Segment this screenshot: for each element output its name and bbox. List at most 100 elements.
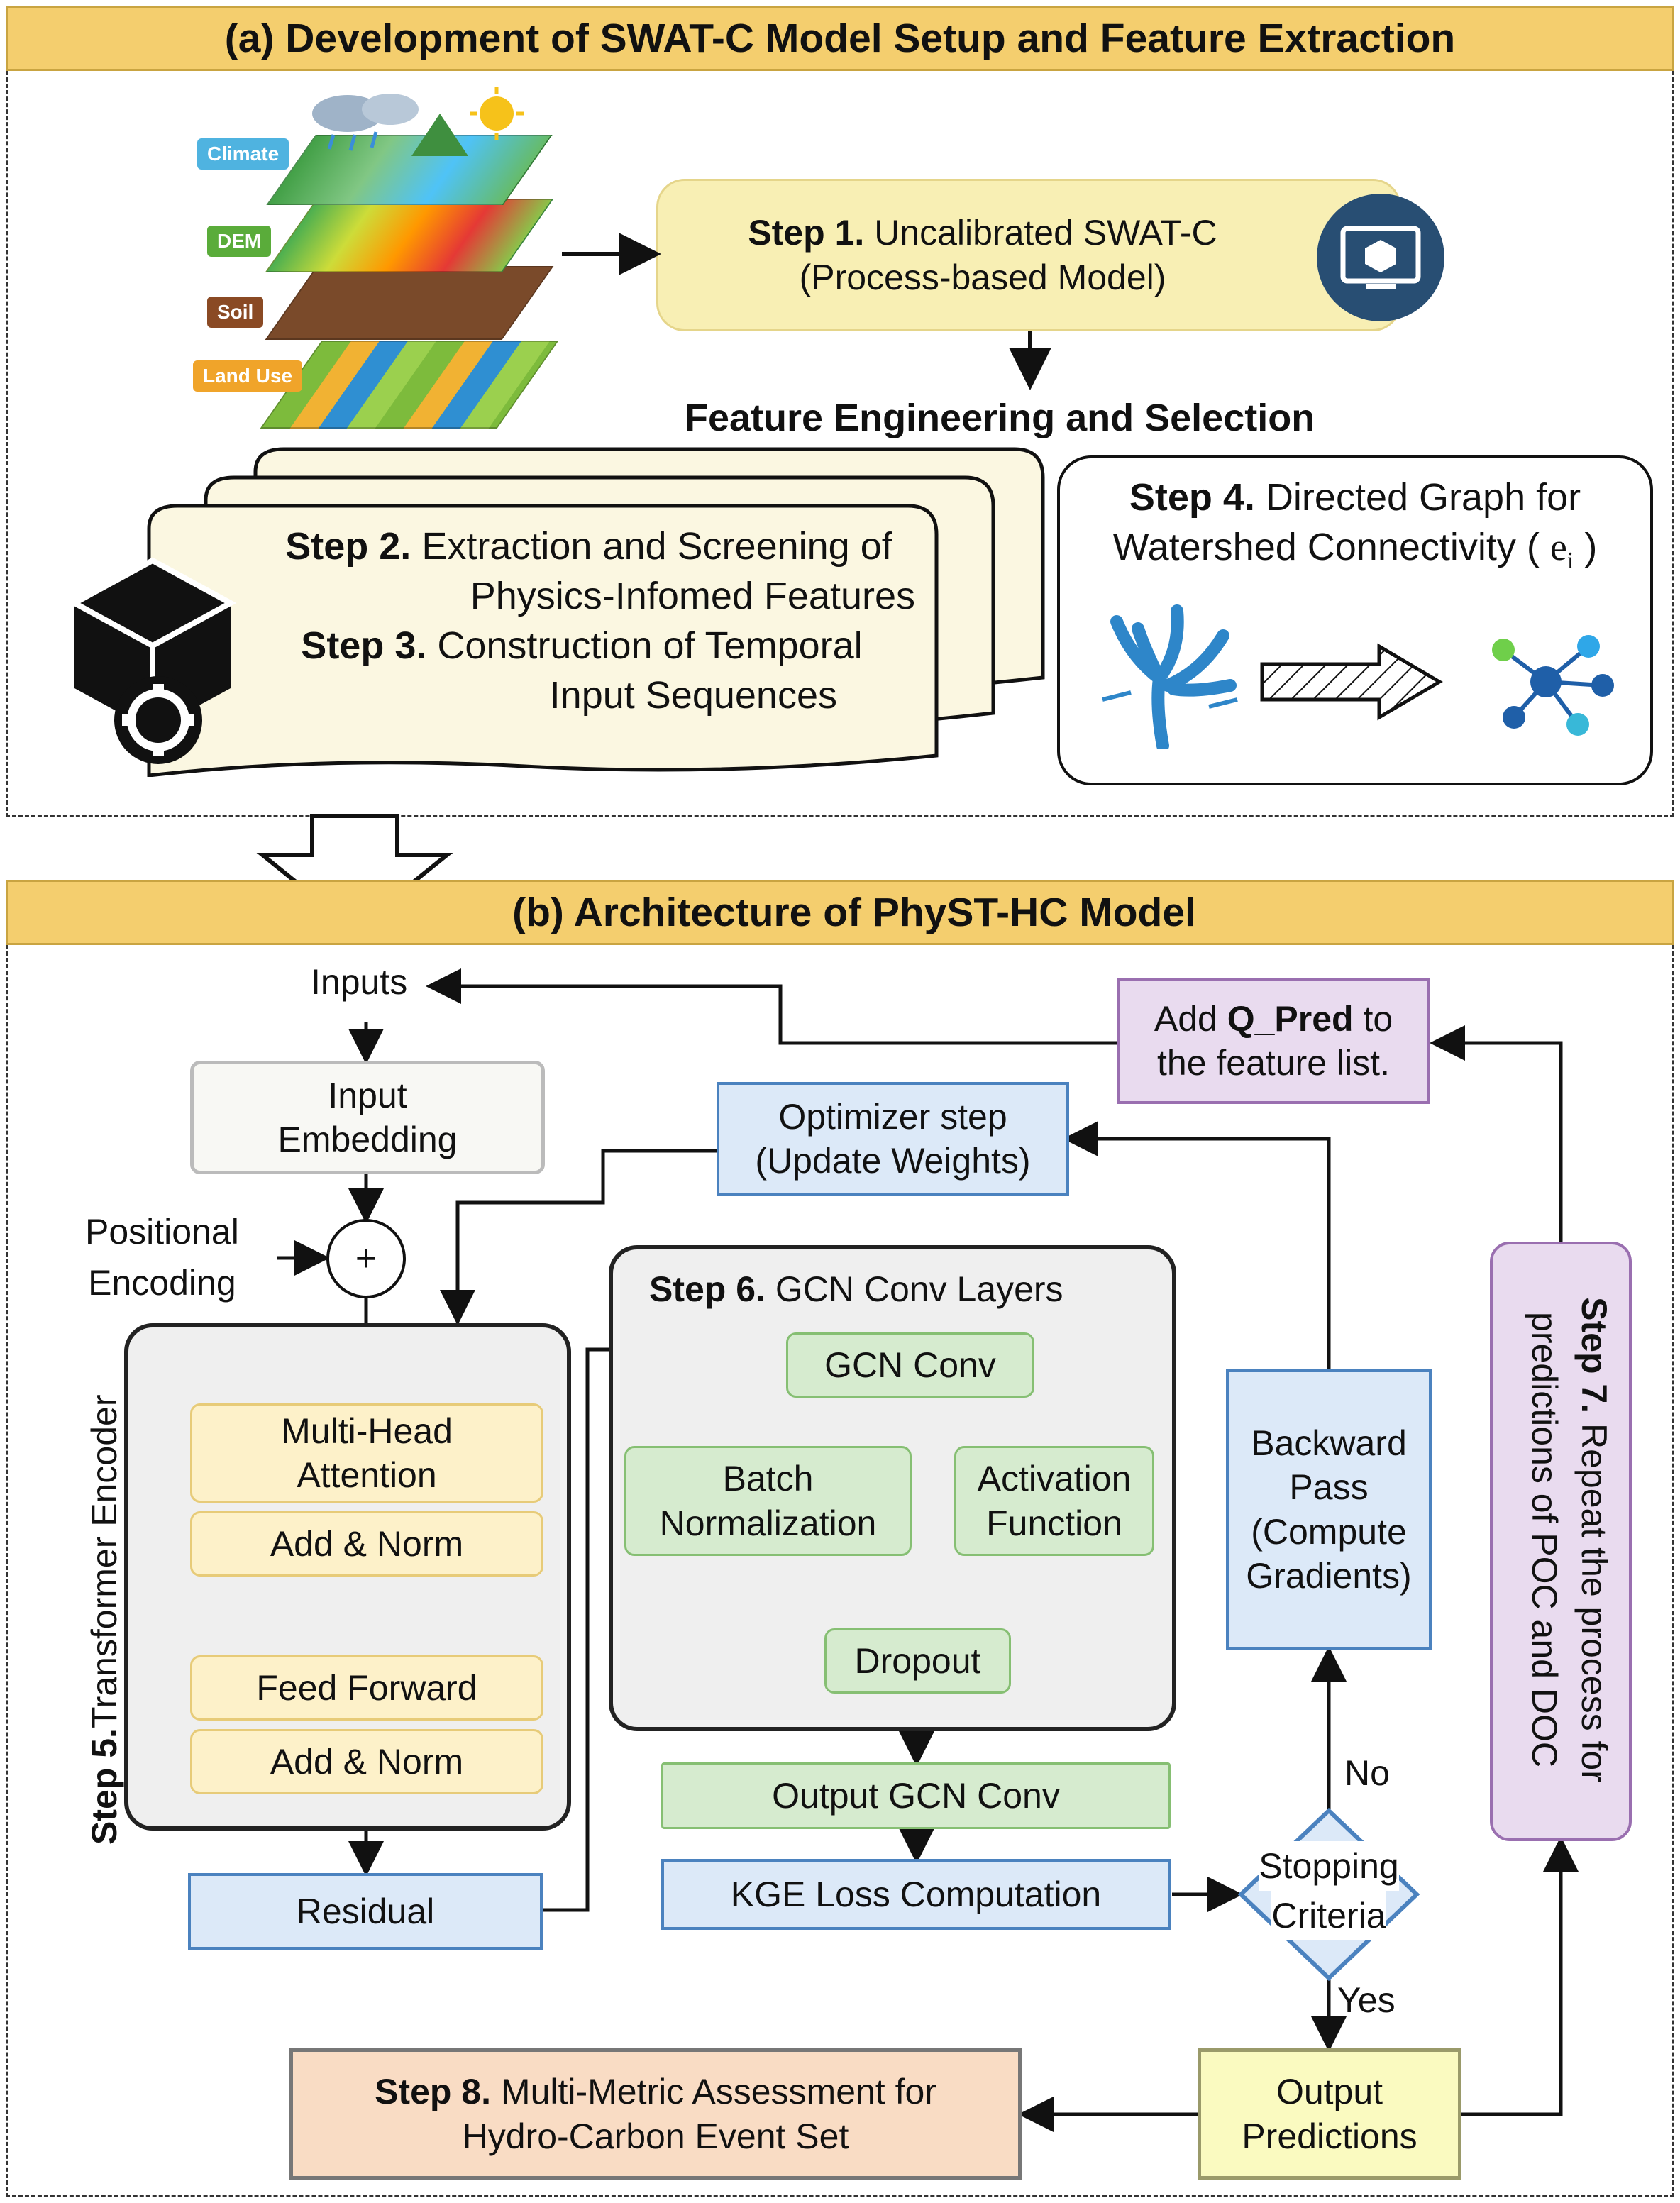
network-graph-icon — [1492, 635, 1614, 736]
multi-head-attention-box: Multi-Head Attention — [190, 1403, 543, 1503]
step6-title: Step 6. GCN Conv Layers — [649, 1269, 1063, 1310]
layer-label-dem: DEM — [207, 226, 272, 257]
step6-number: Step 6. — [649, 1269, 766, 1309]
gis-layers-illustration — [192, 85, 568, 429]
positional-encoding-label: Positional Encoding — [85, 1206, 239, 1308]
layer-label-climate: Climate — [197, 138, 289, 170]
hatched-arrow-icon — [1260, 643, 1443, 721]
layer-label-land-use: Land Use — [193, 360, 303, 392]
layer-label-soil: Soil — [207, 297, 264, 328]
stopping-criteria-text: Stopping Criteria — [1238, 1841, 1420, 1940]
input-embedding-line2: Embedding — [277, 1120, 458, 1159]
stopping-line2: Criteria — [1271, 1891, 1386, 1940]
step2-line2: Physics-Infomed Features — [470, 575, 915, 617]
output-gcn-conv-box: Output GCN Conv — [661, 1762, 1171, 1829]
step4-line2: Watershed Connectivity ( — [1112, 526, 1540, 568]
step5-text: Transformer Encoder — [84, 1394, 124, 1729]
step4-line1: Directed Graph for — [1265, 476, 1581, 519]
backward-line4: Gradients) — [1246, 1556, 1412, 1596]
edge-subscript: i — [1566, 547, 1574, 574]
weather-icon — [312, 87, 524, 156]
feed-forward-box: Feed Forward — [190, 1655, 543, 1721]
add-norm-label-1: Add & Norm — [270, 1523, 464, 1564]
step4-close: ) — [1584, 526, 1598, 568]
step1-line1: Uncalibrated SWAT-C — [874, 213, 1217, 253]
add-qpred-box: Add Q_Pred to the feature list. — [1117, 978, 1430, 1104]
section-a-header: (a) Development of SWAT-C Model Setup an… — [6, 6, 1674, 71]
batch-norm-line1: Batch — [722, 1459, 814, 1498]
stacked-documents — [147, 447, 1045, 777]
dropout-label: Dropout — [854, 1640, 981, 1681]
input-embedding-box: Input Embedding — [190, 1061, 545, 1174]
output-predictions-box: Output Predictions — [1198, 2048, 1461, 2180]
step2-3-text: Step 2. Extraction and Screening of Phys… — [213, 521, 922, 720]
inputs-label: Inputs — [311, 962, 408, 1002]
input-embedding-line1: Input — [328, 1075, 407, 1115]
step2-number: Step 2. — [285, 525, 411, 568]
section-a-title: (a) Development of SWAT-C Model Setup an… — [224, 16, 1456, 61]
activation-line1: Activation — [977, 1459, 1132, 1498]
output-gcn-label: Output GCN Conv — [772, 1775, 1060, 1816]
plus-symbol: + — [355, 1237, 377, 1279]
section-b-title: (b) Architecture of PhyST-HC Model — [512, 890, 1196, 935]
activation-function-box: Activation Function — [954, 1446, 1154, 1556]
step7-text: Step 7. Repeat the process for predictio… — [1520, 1249, 1619, 1831]
monitor-cube-icon — [1317, 194, 1444, 321]
kge-loss-label: KGE Loss Computation — [730, 1874, 1102, 1914]
backward-line1: Backward — [1251, 1423, 1407, 1463]
step7-number: Step 7. — [1574, 1297, 1614, 1414]
step4-number: Step 4. — [1129, 476, 1255, 519]
step5-label: Step 5.Transformer Encoder — [84, 1395, 125, 1845]
step1-box: Step 1. Uncalibrated SWAT-C (Process-bas… — [656, 179, 1401, 331]
add-qpred-line2: the feature list. — [1157, 1043, 1390, 1083]
output-pred-line1: Output — [1276, 2072, 1383, 2111]
step5-number: Step 5. — [84, 1728, 124, 1845]
batch-norm-line2: Normalization — [659, 1503, 877, 1543]
residual-box: Residual — [188, 1873, 543, 1950]
edge-symbol: e — [1549, 526, 1567, 568]
step8-line1: Multi-Metric Assessment for — [500, 2072, 936, 2111]
gcn-conv-label: GCN Conv — [824, 1345, 996, 1385]
step8-line2: Hydro-Carbon Event Set — [462, 2116, 849, 2156]
step6-label: GCN Conv Layers — [775, 1269, 1063, 1309]
output-pred-line2: Predictions — [1242, 2116, 1418, 2156]
feature-engineering-heading: Feature Engineering and Selection — [685, 397, 1315, 439]
yes-label: Yes — [1337, 1980, 1396, 2020]
positional-encoding-line2: Encoding — [88, 1263, 236, 1303]
river-tree-icon — [1102, 604, 1238, 749]
add-qpred-prefix: Add — [1154, 998, 1227, 1039]
kge-loss-box: KGE Loss Computation — [661, 1859, 1171, 1930]
add-norm-box-1: Add & Norm — [190, 1511, 543, 1577]
optimizer-step-box: Optimizer step (Update Weights) — [717, 1082, 1069, 1196]
section-b-header: (b) Architecture of PhyST-HC Model — [6, 880, 1674, 945]
stopping-line1: Stopping — [1259, 1841, 1399, 1891]
residual-label: Residual — [296, 1891, 435, 1931]
step7-line2: predictions of POC and DOC — [1525, 1312, 1564, 1767]
no-label: No — [1344, 1753, 1390, 1793]
add-qpred-suffix: to — [1353, 998, 1393, 1039]
positional-encoding-line1: Positional — [85, 1212, 239, 1252]
step7-box — [1490, 1242, 1632, 1841]
step2-line1: Extraction and Screening of — [421, 525, 892, 568]
optimizer-line1: Optimizer step — [778, 1096, 1007, 1137]
backward-pass-box: Backward Pass (Compute Gradients) — [1226, 1369, 1432, 1650]
step3-number: Step 3. — [301, 624, 427, 667]
step8-number: Step 8. — [375, 2072, 492, 2111]
add-norm-label-2: Add & Norm — [270, 1741, 464, 1782]
dropout-box: Dropout — [824, 1628, 1011, 1694]
multi-head-line1: Multi-Head — [281, 1410, 453, 1451]
section-a-frame — [6, 71, 1674, 817]
batch-normalization-box: Batch Normalization — [624, 1446, 912, 1556]
step1-line2: (Process-based Model) — [799, 257, 1166, 297]
activation-line2: Function — [986, 1503, 1122, 1543]
step3-line2: Input Sequences — [549, 674, 837, 717]
plus-node: + — [326, 1219, 406, 1298]
optimizer-line2: (Update Weights) — [755, 1141, 1031, 1181]
feed-forward-label: Feed Forward — [256, 1667, 477, 1708]
backward-line2: Pass — [1289, 1467, 1369, 1507]
add-qpred-bold: Q_Pred — [1227, 998, 1354, 1039]
section-b-frame — [6, 945, 1674, 2197]
cube-gear-icon — [68, 557, 237, 764]
step7-line1: Repeat the process for — [1574, 1423, 1614, 1782]
